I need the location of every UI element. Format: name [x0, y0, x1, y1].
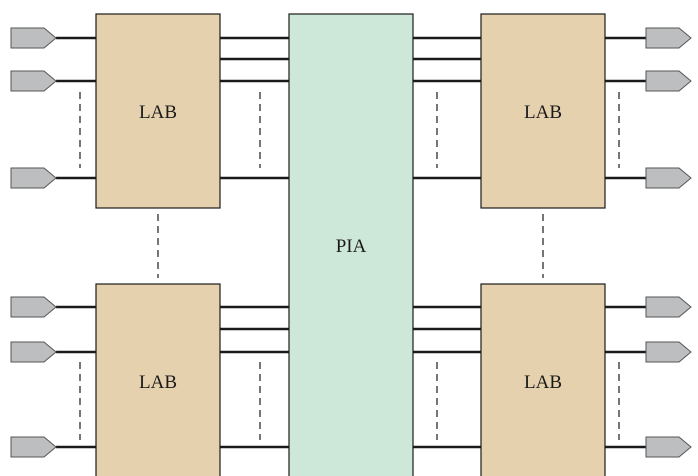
io-pin-arrow-icon [645, 27, 692, 49]
lab-label-bottom-left: LAB [139, 372, 177, 393]
pia-block: PIA [288, 13, 414, 476]
io-pin-arrow-icon [10, 436, 57, 458]
io-pin-arrow-icon [10, 296, 57, 318]
lab-label-top-right: LAB [524, 102, 562, 123]
io-pin-arrow-icon [645, 296, 692, 318]
lab-block-top-right: LAB [480, 13, 606, 209]
io-pin-arrow-icon [10, 27, 57, 49]
dashed-continuations [79, 92, 620, 440]
lab-label-top-left: LAB [139, 102, 177, 123]
io-pin-arrow-icon [10, 70, 57, 92]
io-pin-arrow-icon [645, 70, 692, 92]
pia-label: PIA [336, 236, 367, 257]
io-pin-arrow-icon [645, 341, 692, 363]
io-pin-arrow-icon [645, 167, 692, 189]
io-pin-arrow-icon [645, 436, 692, 458]
io-pins [10, 27, 692, 458]
lab-block-bottom-left: LAB [95, 283, 221, 476]
io-pin-arrow-icon [10, 341, 57, 363]
wires [56, 36, 646, 449]
lab-label-bottom-right: LAB [524, 372, 562, 393]
lab-block-top-left: LAB [95, 13, 221, 209]
lab-block-bottom-right: LAB [480, 283, 606, 476]
io-pin-arrow-icon [10, 167, 57, 189]
